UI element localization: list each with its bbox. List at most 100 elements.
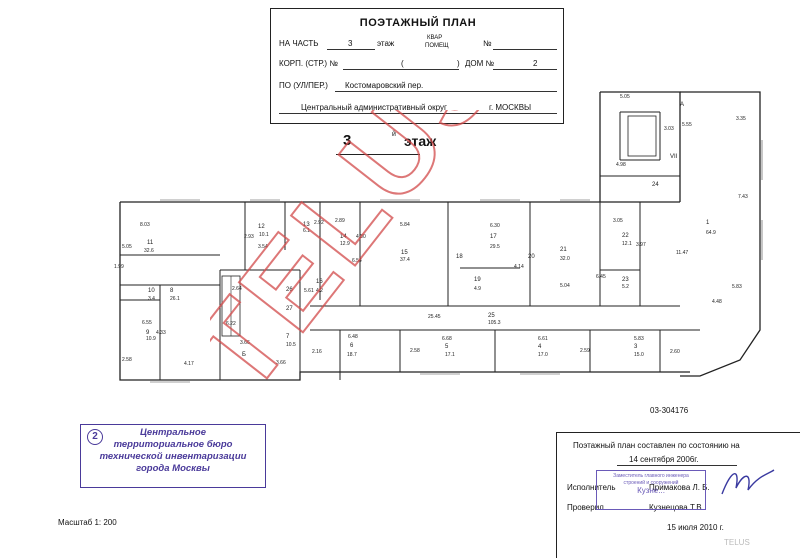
room-label: 18.7 [347, 352, 357, 358]
na-chast-value: 3 [348, 39, 353, 48]
floor-underline [336, 154, 420, 155]
room-label: 5.05 [122, 244, 132, 250]
floor-word: этаж [404, 133, 437, 149]
paren-close: ) [457, 59, 460, 68]
dom-line [493, 69, 557, 70]
room-label: 4.98 [616, 162, 626, 168]
room-label: 10.9 [146, 336, 156, 342]
approval-stamp-line-1: Заместитель главного инженера [613, 473, 689, 479]
plan-title: ПОЭТАЖНЫЙ ПЛАН [359, 17, 477, 29]
street-value: Костомаровский пер. [345, 81, 424, 90]
room-label: 5.84 [400, 222, 410, 228]
room-label: 5.83 [634, 336, 644, 342]
room-label: 5.83 [732, 284, 742, 290]
room-label: 17 [490, 234, 497, 240]
room-label: 7.43 [738, 194, 748, 200]
bti-stamp-line-2: территориальное бюро [113, 439, 233, 450]
dom-value: 2 [533, 59, 538, 68]
street-line [335, 91, 557, 92]
room-label: 8 [170, 288, 174, 294]
room-label: 5.04 [560, 283, 570, 289]
room-label: 2.92 [314, 220, 324, 226]
room-label: 10 [148, 288, 155, 294]
room-label: А [680, 102, 684, 108]
room-label: 12 [258, 224, 265, 230]
room-label: 6.55 [142, 320, 152, 326]
plan-windows [150, 140, 763, 383]
room-label: 6.22 [226, 321, 236, 327]
room-label: 3.66 [276, 360, 286, 366]
room-label: 5 [445, 344, 449, 350]
room-label: 4.30 [356, 234, 366, 240]
bti-stamp-line-4: города Москвы [136, 463, 210, 474]
approval-stamp: Заместитель главного инженера строений и… [596, 470, 706, 510]
room-label: 4.48 [712, 299, 722, 305]
corner-logo: TELUS [724, 538, 750, 547]
room-label: 6 [350, 343, 354, 349]
room-label: 6.1 [303, 228, 310, 234]
checker-label: Проверил [567, 503, 604, 512]
room-label: 3.4 [148, 296, 155, 302]
room-label: 5.2 [622, 284, 629, 290]
room-label: 10.5 [286, 342, 296, 348]
room-label: 25.45 [428, 314, 441, 320]
room-label: 20 [528, 254, 535, 260]
room-label: 6.45 [596, 274, 606, 280]
room-label: 2.16 [312, 349, 322, 355]
room-label: 5.05 [620, 94, 630, 100]
room-label: 4.2 [316, 288, 323, 294]
room-label: 105.3 [488, 320, 501, 326]
room-label: 2.58 [410, 348, 420, 354]
room-label: VII [670, 154, 678, 160]
room-label: 1.99 [114, 264, 124, 270]
room-label: 8.03 [140, 222, 150, 228]
room-label: 2.64 [232, 286, 242, 292]
room-label: 13 [303, 222, 310, 228]
info-date-line [617, 465, 737, 466]
info-line-1: Поэтажный план составлен по состоянию на [573, 441, 740, 450]
room-label: 21 [560, 247, 567, 253]
header-form: ПОЭТАЖНЫЙ ПЛАН НА ЧАСТЬ 3 этаж КВАР ПОМЕ… [270, 8, 564, 124]
room-label: 64.9 [706, 230, 716, 236]
room-label: 6.48 [348, 334, 358, 340]
approval-stamp-line-3: Кузне... [637, 486, 665, 495]
room-label: 27 [286, 306, 293, 312]
room-label: 2.93 [244, 234, 254, 240]
room-label: 19 [474, 277, 481, 283]
info-date: 15 июля 2010 г. [667, 523, 724, 532]
room-label: 15 [401, 250, 408, 256]
approval-stamp-line-2: строений и сооружений [623, 480, 679, 486]
room-label: 6.68 [442, 336, 452, 342]
room-label: 3.54 [258, 244, 268, 250]
room-label: Б [242, 352, 246, 358]
district-value: Центральный административный округ [301, 103, 447, 112]
room-label: 4.14 [514, 264, 524, 270]
bti-stamp-line-1: Центральное [140, 427, 206, 438]
floor-number: 3 [343, 132, 352, 149]
document-code: 03-304176 [650, 406, 689, 415]
room-label: 6.54 [352, 258, 362, 264]
scale-label: Масштаб 1: 200 [58, 518, 117, 527]
room-label: 11 [147, 240, 154, 246]
bti-stamp-number: 2 [87, 429, 103, 445]
watermark: TELUS [210, 110, 528, 410]
room-label: 3.97 [636, 242, 646, 248]
district-line [279, 113, 557, 114]
room-label: 25 [488, 313, 495, 319]
room-label: 4.17 [184, 361, 194, 367]
room-label: 12.9 [340, 241, 350, 247]
room-label: 29.5 [490, 244, 500, 250]
korp-line [343, 69, 459, 70]
etazh-label: этаж [377, 39, 395, 48]
room-label: 32.0 [560, 256, 570, 262]
room-label: 6.30 [490, 223, 500, 229]
room-label: 3.35 [736, 116, 746, 122]
bti-stamp: 2 Центральное территориальное бюро техни… [80, 424, 266, 488]
room-label: 37.4 [400, 257, 410, 263]
room-label: 3 [634, 344, 638, 350]
room-label: 7 [286, 334, 290, 340]
city-value: г. МОСКВЫ [489, 103, 532, 112]
bti-stamp-line-3: технической инвентаризации [99, 451, 247, 462]
